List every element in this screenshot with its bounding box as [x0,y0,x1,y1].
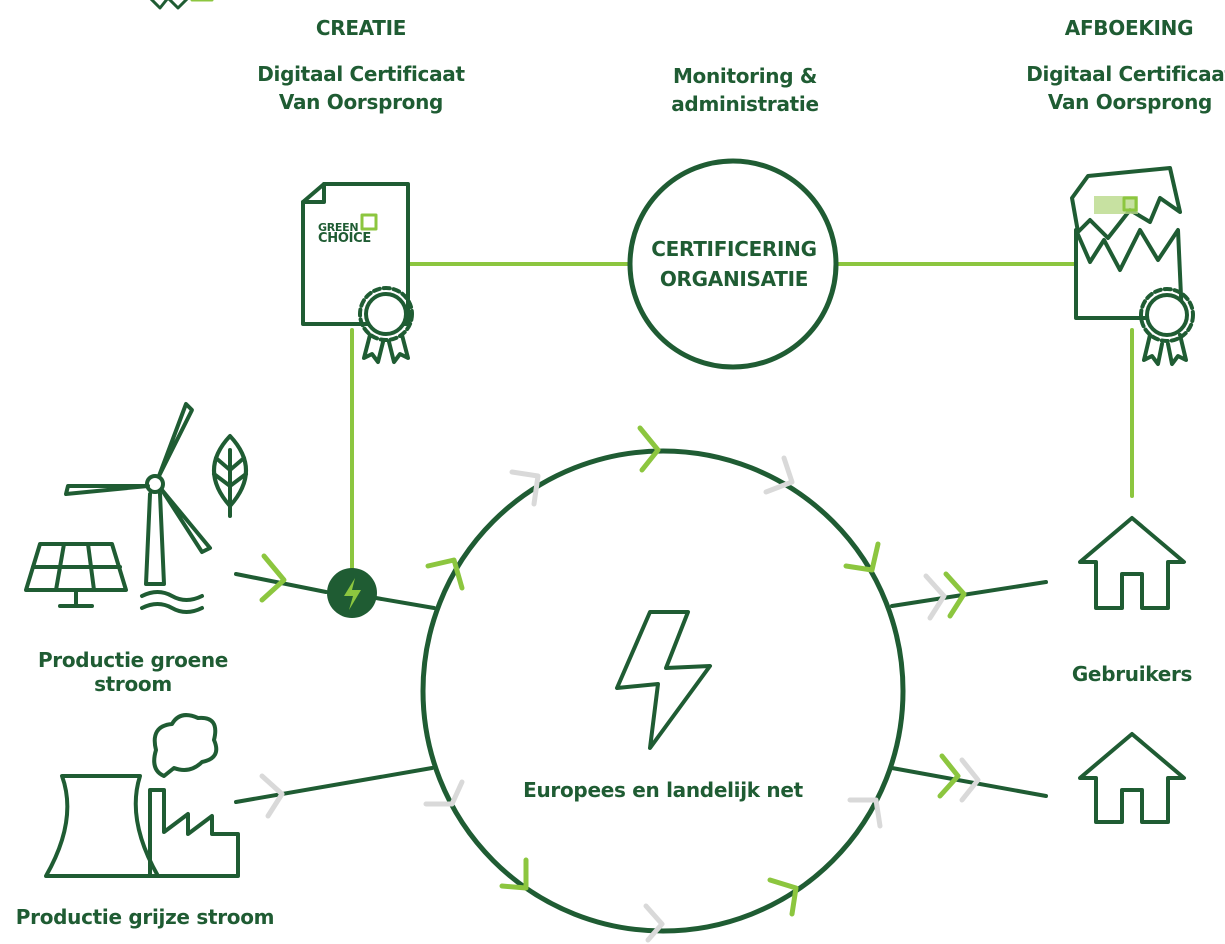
afboeking-heading: AFBOEKING [1064,16,1194,40]
greenchoice-logo: GREEN CHOICE [318,221,376,246]
grey-production-label: Productie grijze stroom [15,905,275,929]
cooling-tower-icon [44,774,160,878]
consumers-label: Gebruikers [1071,662,1193,686]
leaf-icon [212,434,248,518]
certificate-document-icon [301,182,414,364]
lightning-bolt-icon [615,610,712,750]
grey-feed-arrow [259,773,285,819]
network-label: Europees en landelijk net [523,778,803,802]
smoke-cloud-icon [152,713,219,778]
certification-organisation-circle [627,158,839,370]
consumer-flow-arrows [923,571,981,803]
monitoring-label: Monitoring & administratie [640,62,850,118]
factory-icon [148,788,240,878]
green-feed-arrow [259,553,287,603]
afboeking-certificate-label: Digitaal Certificaat Van Oorsprong [1015,60,1225,116]
certifier-label: CERTIFICERING ORGANISATIE [636,234,832,294]
consumer-feed-lines [890,580,1048,798]
certifier-line-2: ORGANISATIE [659,267,809,291]
certifier-line-1: CERTIFICERING [651,237,817,261]
green-energy-node [327,568,377,618]
monitoring-line-1: Monitoring & [672,64,818,88]
certificate-connector-lines [350,262,1134,572]
logo-line-1: GREEN [318,221,359,234]
afboeking-line-1: Digitaal Certificaat [1026,62,1225,86]
grid-flow-arrows [423,425,883,943]
creatie-heading: CREATIE [315,16,407,40]
creatie-line-1: Digitaal Certificaat [257,62,465,86]
green-production-label: Productie groene stroom [37,648,229,696]
creatie-certificate-label: Digitaal Certificaat Van Oorsprong [246,60,476,116]
award-seal-icon [1139,287,1195,366]
creatie-line-2: Van Oorsprong [278,90,444,114]
afboeking-line-2: Van Oorsprong [1047,90,1213,114]
monitoring-line-2: administratie [671,92,819,116]
logo-fragment-icon [149,0,214,10]
grid-network-circle [420,448,906,934]
award-seal-icon [358,286,414,364]
logo-line-2: CHOICE [318,231,371,246]
wind-turbine-icon [64,402,212,614]
torn-certificate-icon [1070,166,1195,366]
solar-panel-icon [24,542,128,608]
house-icon [1078,516,1186,610]
house-icon [1078,732,1186,824]
